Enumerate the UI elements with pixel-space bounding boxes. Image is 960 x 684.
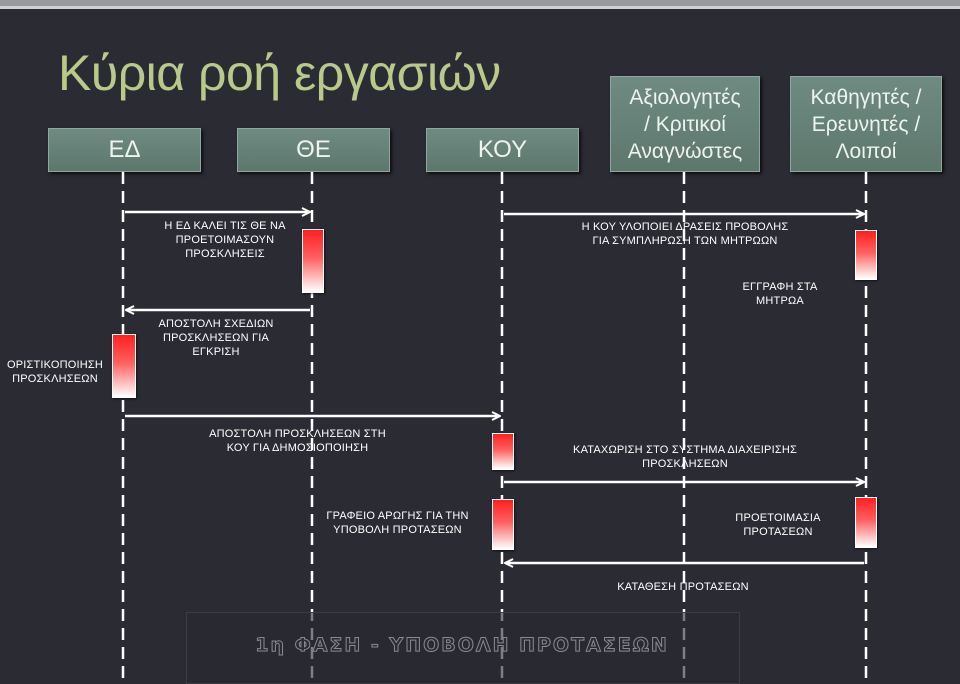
- message-label-8: ΓΡΑΦΕΙΟ ΑΡΩΓΗΣ ΓΙΑ ΤΗΝ ΥΠΟΒΟΛΗ ΠΡΟΤΑΣΕΩΝ: [326, 510, 469, 536]
- actor-the-label: ΘΕ: [296, 136, 331, 163]
- activation-koy-1: [492, 433, 514, 470]
- message-label-10: ΚΑΤΑΘΕΣΗ ΠΡΟΤΑΣΕΩΝ: [617, 581, 749, 593]
- activation-professors-1: [855, 230, 877, 280]
- top-band-highlight: [0, 6, 960, 9]
- message-label-4: ΑΠΟΣΤΟΛΗ ΣΧΕΔΙΩΝ ΠΡΟΣΚΛΗΣΕΩΝ ΓΙΑ ΕΓΚΡΙΣΗ: [158, 318, 274, 358]
- message-label-9: ΠΡΟΕΤΟΙΜΑΣΙΑ ΠΡΟΤΑΣΕΩΝ: [735, 512, 821, 538]
- actor-reviewers-label: Αξιολογητές / Κριτικοί Αναγνώστες: [627, 85, 743, 163]
- actor-ed-label: ΕΔ: [108, 136, 141, 163]
- actor-the: ΘΕ: [237, 128, 390, 172]
- actor-koy: ΚΟΥ: [426, 128, 579, 172]
- actor-professors-label: Καθηγητές / Ερευνητές / Λοιποί: [810, 85, 922, 163]
- message-label-1: Η ΕΔ ΚΑΛΕΙ ΤΙΣ ΘΕ ΝΑ ΠΡΟΕΤΟΙΜΑΣΟΥΝ ΠΡΟΣΚ…: [164, 220, 286, 260]
- activation-the: [302, 229, 324, 293]
- top-band: [0, 0, 960, 6]
- phase-title: 1η ΦΑΣΗ - ΥΠΟΒΟΛΗ ΠΡΟΤΑΣΕΩΝ: [255, 634, 669, 657]
- activation-koy-2: [492, 499, 514, 550]
- message-label-2: Η ΚΟΥ ΥΛΟΠΟΙΕΙ ΔΡΑΣΕΙΣ ΠΡΟΒΟΛΗΣ ΓΙΑ ΣΥΜΠ…: [581, 221, 789, 247]
- message-label-7: ΚΑΤΑΧΩΡΙΣΗ ΣΤΟ ΣΥΣΤΗΜΑ ΔΙΑΧΕΙΡΙΣΗΣ ΠΡΟΣΚ…: [573, 444, 797, 470]
- page-title: Κύρια ροή εργασιών: [58, 45, 501, 101]
- actor-ed: ΕΔ: [48, 128, 201, 172]
- message-label-3: ΕΓΓΡΑΦΗ ΣΤΑ ΜΗΤΡΩΑ: [742, 281, 818, 307]
- activation-professors-2: [855, 497, 877, 548]
- actor-koy-label: ΚΟΥ: [477, 136, 528, 163]
- message-label-5: ΟΡΙΣΤΙΚΟΠΟΙΗΣΗ ΠΡΟΣΚΛΗΣΕΩΝ: [6, 359, 104, 385]
- actor-reviewers: Αξιολογητές / Κριτικοί Αναγνώστες: [610, 76, 760, 172]
- actor-professors: Καθηγητές / Ερευνητές / Λοιποί: [790, 76, 942, 172]
- message-label-6: ΑΠΟΣΤΟΛΗ ΠΡΟΣΚΛΗΣΕΩΝ ΣΤΗ ΚΟΥ ΓΙΑ ΔΗΜΟΣΙΟ…: [209, 428, 386, 454]
- activation-ed: [112, 334, 136, 398]
